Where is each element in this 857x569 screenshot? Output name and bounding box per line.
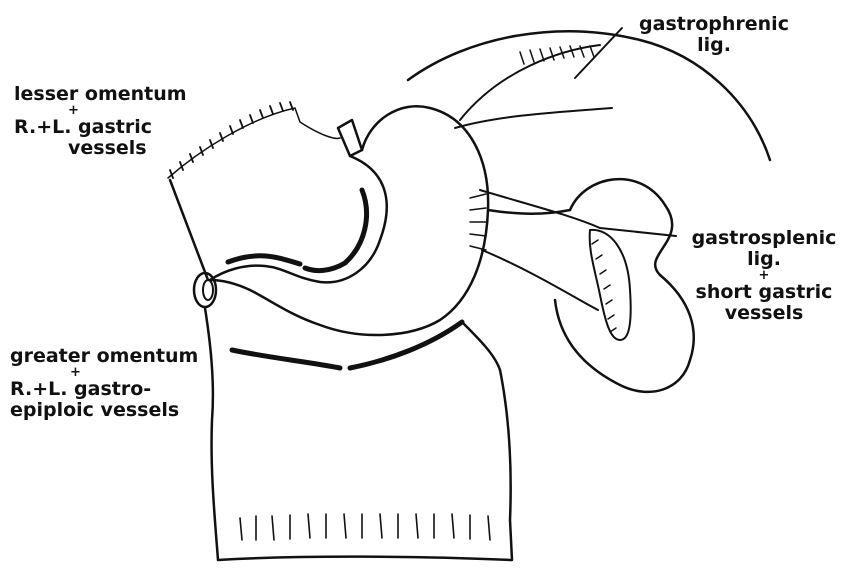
greater-omentum-apron [205, 308, 512, 560]
label-greater-omentum-line2: R.+L. gastro- [10, 379, 198, 400]
greater-omentum-fringe [240, 514, 490, 540]
lesser-omentum-sheet [170, 180, 208, 280]
label-greater-omentum-line3: epiploic vessels [10, 400, 198, 421]
lesser-curvature-vessels [228, 190, 367, 271]
esophagus [338, 120, 362, 156]
stomach-to-omentum [462, 322, 500, 370]
gastrosplenic-ligament [480, 190, 600, 310]
label-gastrosplenic-line3: short gastric [676, 282, 852, 303]
stomach-to-spleen [488, 210, 570, 214]
gastrophrenic-ligament [455, 45, 612, 128]
label-lesser-omentum: lesser omentum + R.+L. gastric vessels [14, 84, 187, 159]
pylorus-lumen [203, 280, 213, 300]
stomach-outline [210, 106, 488, 335]
greater-curvature-vessels [232, 322, 462, 368]
label-gastrophrenic-line2: lig. [614, 35, 814, 56]
label-lesser-omentum-line3: vessels [14, 138, 187, 159]
label-greater-omentum-line1: greater omentum [10, 346, 198, 367]
label-greater-omentum: greater omentum + R.+L. gastro- epiploic… [10, 346, 198, 421]
label-lesser-omentum-line2: R.+L. gastric [14, 117, 187, 138]
label-gastrosplenic-line2: lig. [676, 249, 852, 270]
label-lesser-omentum-line1: lesser omentum [14, 84, 187, 105]
gastrosplenic-pointer [600, 228, 676, 236]
spleen-vessel-hatching [592, 240, 616, 332]
label-gastrosplenic-line4: vessels [676, 303, 852, 324]
label-gastrosplenic: gastrosplenic lig. + short gastric vesse… [676, 228, 852, 324]
label-gastrophrenic: gastrophrenic lig. [614, 14, 814, 56]
lesser-omentum-edge-line [168, 108, 340, 178]
label-gastrophrenic-line1: gastrophrenic [614, 14, 814, 35]
label-gastrosplenic-line1: gastrosplenic [676, 228, 852, 249]
spleen-outline [555, 179, 694, 392]
